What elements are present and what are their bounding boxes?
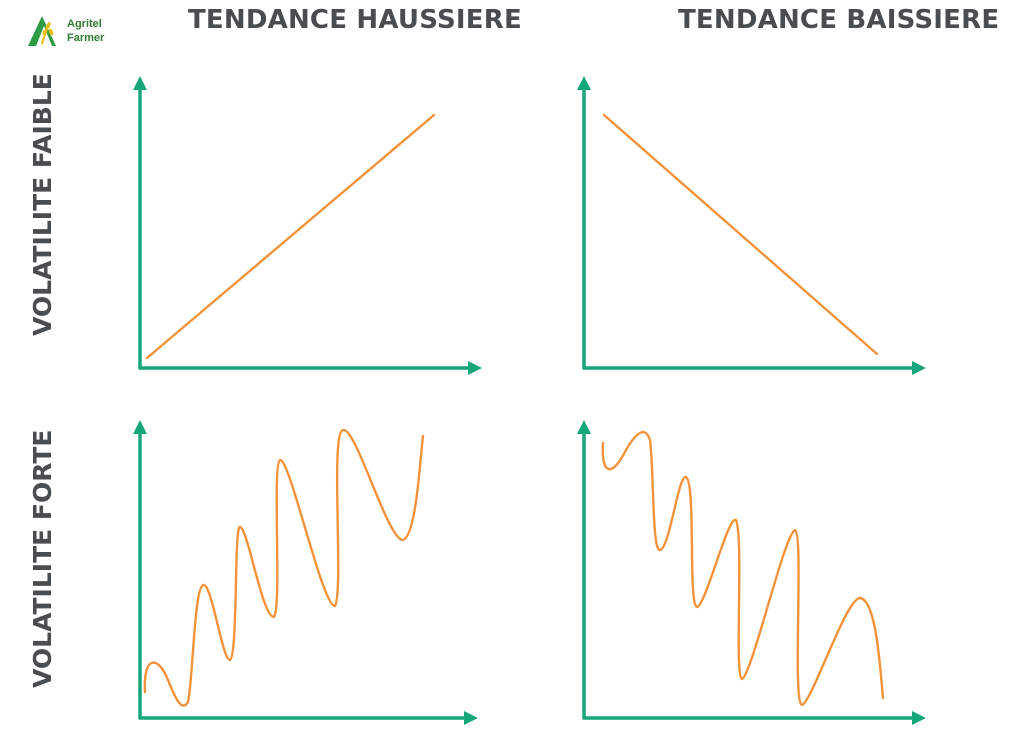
- row-label-high-volatility: VOLATILITE FORTE: [28, 429, 57, 688]
- axes-low-downtrend: [577, 76, 926, 375]
- price-curve-high-downtrend: [601, 430, 885, 707]
- row-label-low-volatility: VOLATILITE FAIBLE: [28, 73, 57, 336]
- axes-high-uptrend: [133, 420, 478, 725]
- price-curve-low-uptrend: [145, 113, 436, 360]
- axes-high-downtrend: [577, 420, 926, 725]
- axes-low-uptrend: [133, 76, 482, 375]
- logo-text-line1: Agritel: [67, 18, 102, 30]
- column-title-uptrend: TENDANCE HAUSSIERE: [188, 5, 522, 35]
- brand-logo: Agritel Farmer: [24, 12, 134, 52]
- price-curve-low-downtrend: [602, 113, 879, 356]
- column-title-downtrend: TENDANCE BAISSIERE: [678, 5, 1000, 35]
- logo-text-line2: Farmer: [67, 32, 105, 44]
- price-curve-high-uptrend: [143, 428, 425, 707]
- wheat-logo-icon: [28, 16, 56, 46]
